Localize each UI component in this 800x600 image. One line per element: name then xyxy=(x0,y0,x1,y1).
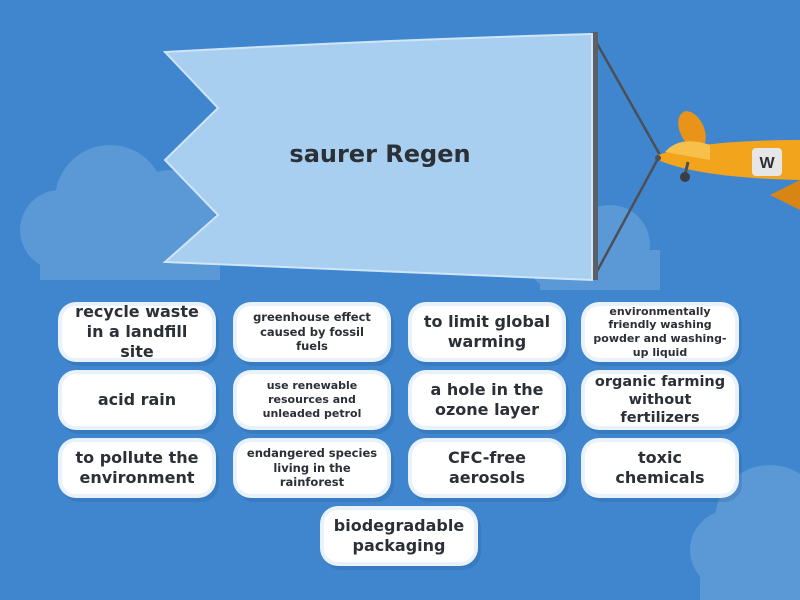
answer-card[interactable]: endangered species living in the rainfor… xyxy=(237,442,387,494)
banner-flag xyxy=(162,32,662,282)
answer-card[interactable]: a hole in the ozone layer xyxy=(412,374,562,426)
answer-card[interactable]: greenhouse effect caused by fossil fuels xyxy=(237,306,387,358)
tow-ropes xyxy=(593,39,662,276)
answer-card[interactable]: CFC-free aerosols xyxy=(412,442,562,494)
answer-card[interactable]: environmentally friendly washing powder … xyxy=(585,305,735,359)
answer-card[interactable]: use renewable resources and unleaded pet… xyxy=(237,374,387,426)
answer-card[interactable]: to limit global warming xyxy=(412,306,562,358)
banner-text: saurer Regen xyxy=(289,140,471,168)
answer-card[interactable]: to pollute the environment xyxy=(62,442,212,494)
answer-card[interactable]: organic farming without fertilizers xyxy=(585,374,735,426)
answer-card[interactable]: acid rain xyxy=(62,374,212,426)
answer-card[interactable]: biodegradable packaging xyxy=(324,510,474,562)
airplane: W xyxy=(655,111,800,210)
answer-card[interactable]: toxic chemicals xyxy=(585,442,735,494)
logo-badge xyxy=(752,148,782,176)
banner-cloth xyxy=(162,32,593,282)
plane-logo: W xyxy=(759,155,775,172)
answer-card[interactable]: recycle waste in a landfill site xyxy=(62,302,212,361)
banner-pole xyxy=(591,32,598,280)
